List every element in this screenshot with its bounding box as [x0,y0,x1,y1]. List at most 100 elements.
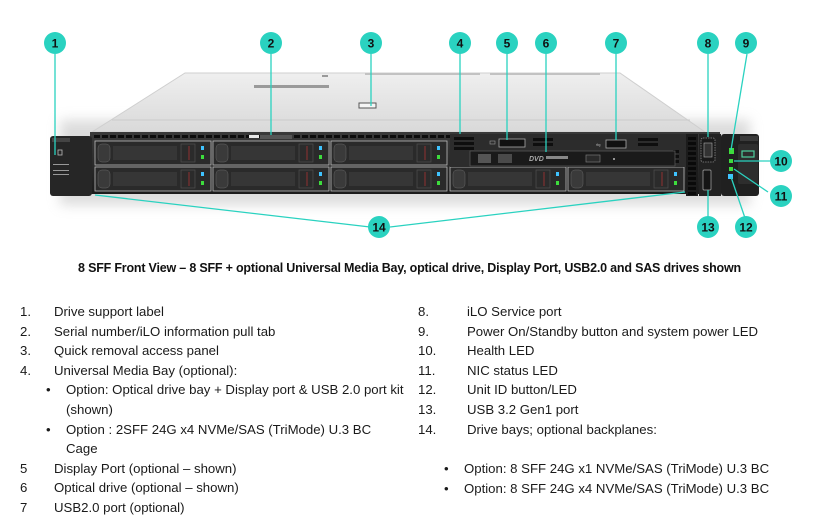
option-text: Option : 2SFF 24G x4 NVMe/SAS (TriMode) … [66,421,372,457]
drive-carrier [212,140,330,166]
vent-slot [533,138,553,141]
list-item: 10.Health LED [418,341,818,361]
option-text: Option: Optical drive bay + Display port… [66,382,404,417]
callout-number: 6 [543,37,550,51]
vent-slot [294,135,300,138]
display-port-icon [489,140,496,145]
vent-slot [238,135,244,138]
vent-slot [422,135,428,138]
vent-slot [358,135,364,138]
drive-bays [94,140,685,192]
drive-release-latch [298,169,314,189]
drive-status-led [674,181,677,185]
item-number: 2. [20,323,31,339]
drive-handle [468,172,532,186]
item-number: 1. [20,304,31,319]
drive-release-latch [653,169,669,189]
drive-label [333,143,347,163]
callout-circle [605,32,627,54]
health-led [729,159,733,163]
list-item: 8. iLO Service port [418,302,818,322]
drive-handle [231,146,295,160]
callout-circle [770,150,792,172]
vent-slot [446,135,452,138]
vent-slot [126,135,132,138]
display-port [498,138,526,148]
vent-slot [182,135,188,138]
vent-slot [302,135,308,138]
drive-status-led [437,181,440,185]
vent-slot [398,135,404,138]
vent-slot [342,135,348,138]
vent-slot [673,155,679,158]
item-text: iLO Service port [467,304,562,319]
item-number: 11. [418,362,436,378]
callout-circle [735,32,757,54]
drive-carrier [449,166,567,192]
item-text: Unit ID button/LED [467,382,577,398]
drive-handle [349,172,413,186]
list-item: 11.NIC status LED [418,361,818,381]
callout-circle [449,32,471,54]
callout-circle [496,32,518,54]
vent-slot [230,135,236,138]
drive-release-latch [180,169,196,189]
drive-label [97,169,111,189]
ilo-usb-column [699,134,721,196]
list-item: 2.Serial number/iLO information pull tab [20,322,420,342]
drive-activity-led [319,146,322,150]
right-rack-ear [721,134,759,196]
vent-slot [390,135,396,138]
optical-drive-model-text [546,156,568,159]
callout-number: 12 [739,221,753,235]
option-item: •Option: 8 SFF 24G x4 NVMe/SAS (TriMode)… [418,479,818,499]
vent-slot [374,135,380,138]
callout-8: 8 [697,32,719,54]
figure-caption: 8 SFF Front View – 8 SFF + optional Univ… [78,261,741,275]
vent-slot [533,143,553,146]
item-text: Quick removal access panel [54,343,219,359]
drive-carrier [330,166,448,192]
callout-number: 1 [52,37,59,51]
universal-media-bay: ⇋ DVD [450,134,686,167]
quick-removal-latch [358,102,377,109]
callout-number: 4 [457,37,464,51]
vent-slot [638,143,658,146]
bullet-icon: • [46,382,51,398]
item-text: Display Port (optional – shown) [54,460,237,476]
bullet-icon: • [46,421,51,437]
callout-10: 10 [770,150,792,172]
callout-2: 2 [260,32,282,54]
drive-status-led [437,155,440,159]
drive-release-latch [416,169,432,189]
callout-7: 7 [605,32,627,54]
drive-handle [586,172,650,186]
vent-slot [150,135,156,138]
vent-slot [214,135,220,138]
item-number: 3. [20,343,31,359]
item-number: 12. [418,382,437,398]
vent-slot [206,135,212,138]
vent-slot [326,135,332,138]
vent-slot [438,135,444,138]
vent-slot [366,135,372,138]
vent-slot [688,142,696,145]
chassis-top-cover [90,72,707,133]
vent-slot [334,135,340,138]
drive-status-led [201,155,204,159]
callout-circle [360,32,382,54]
vent-slot [673,150,679,153]
bullet-icon: • [444,461,449,477]
vent-slot [688,192,696,195]
callout-11: 11 [770,185,792,207]
vent-slot [174,135,180,138]
drive-handle [113,146,177,160]
item-number: 8. [418,304,429,319]
item-number: 7 [20,499,28,515]
callout-circle [697,216,719,238]
vent-slot [110,135,116,138]
vent-slot [134,135,140,138]
vent-slot [688,167,696,170]
